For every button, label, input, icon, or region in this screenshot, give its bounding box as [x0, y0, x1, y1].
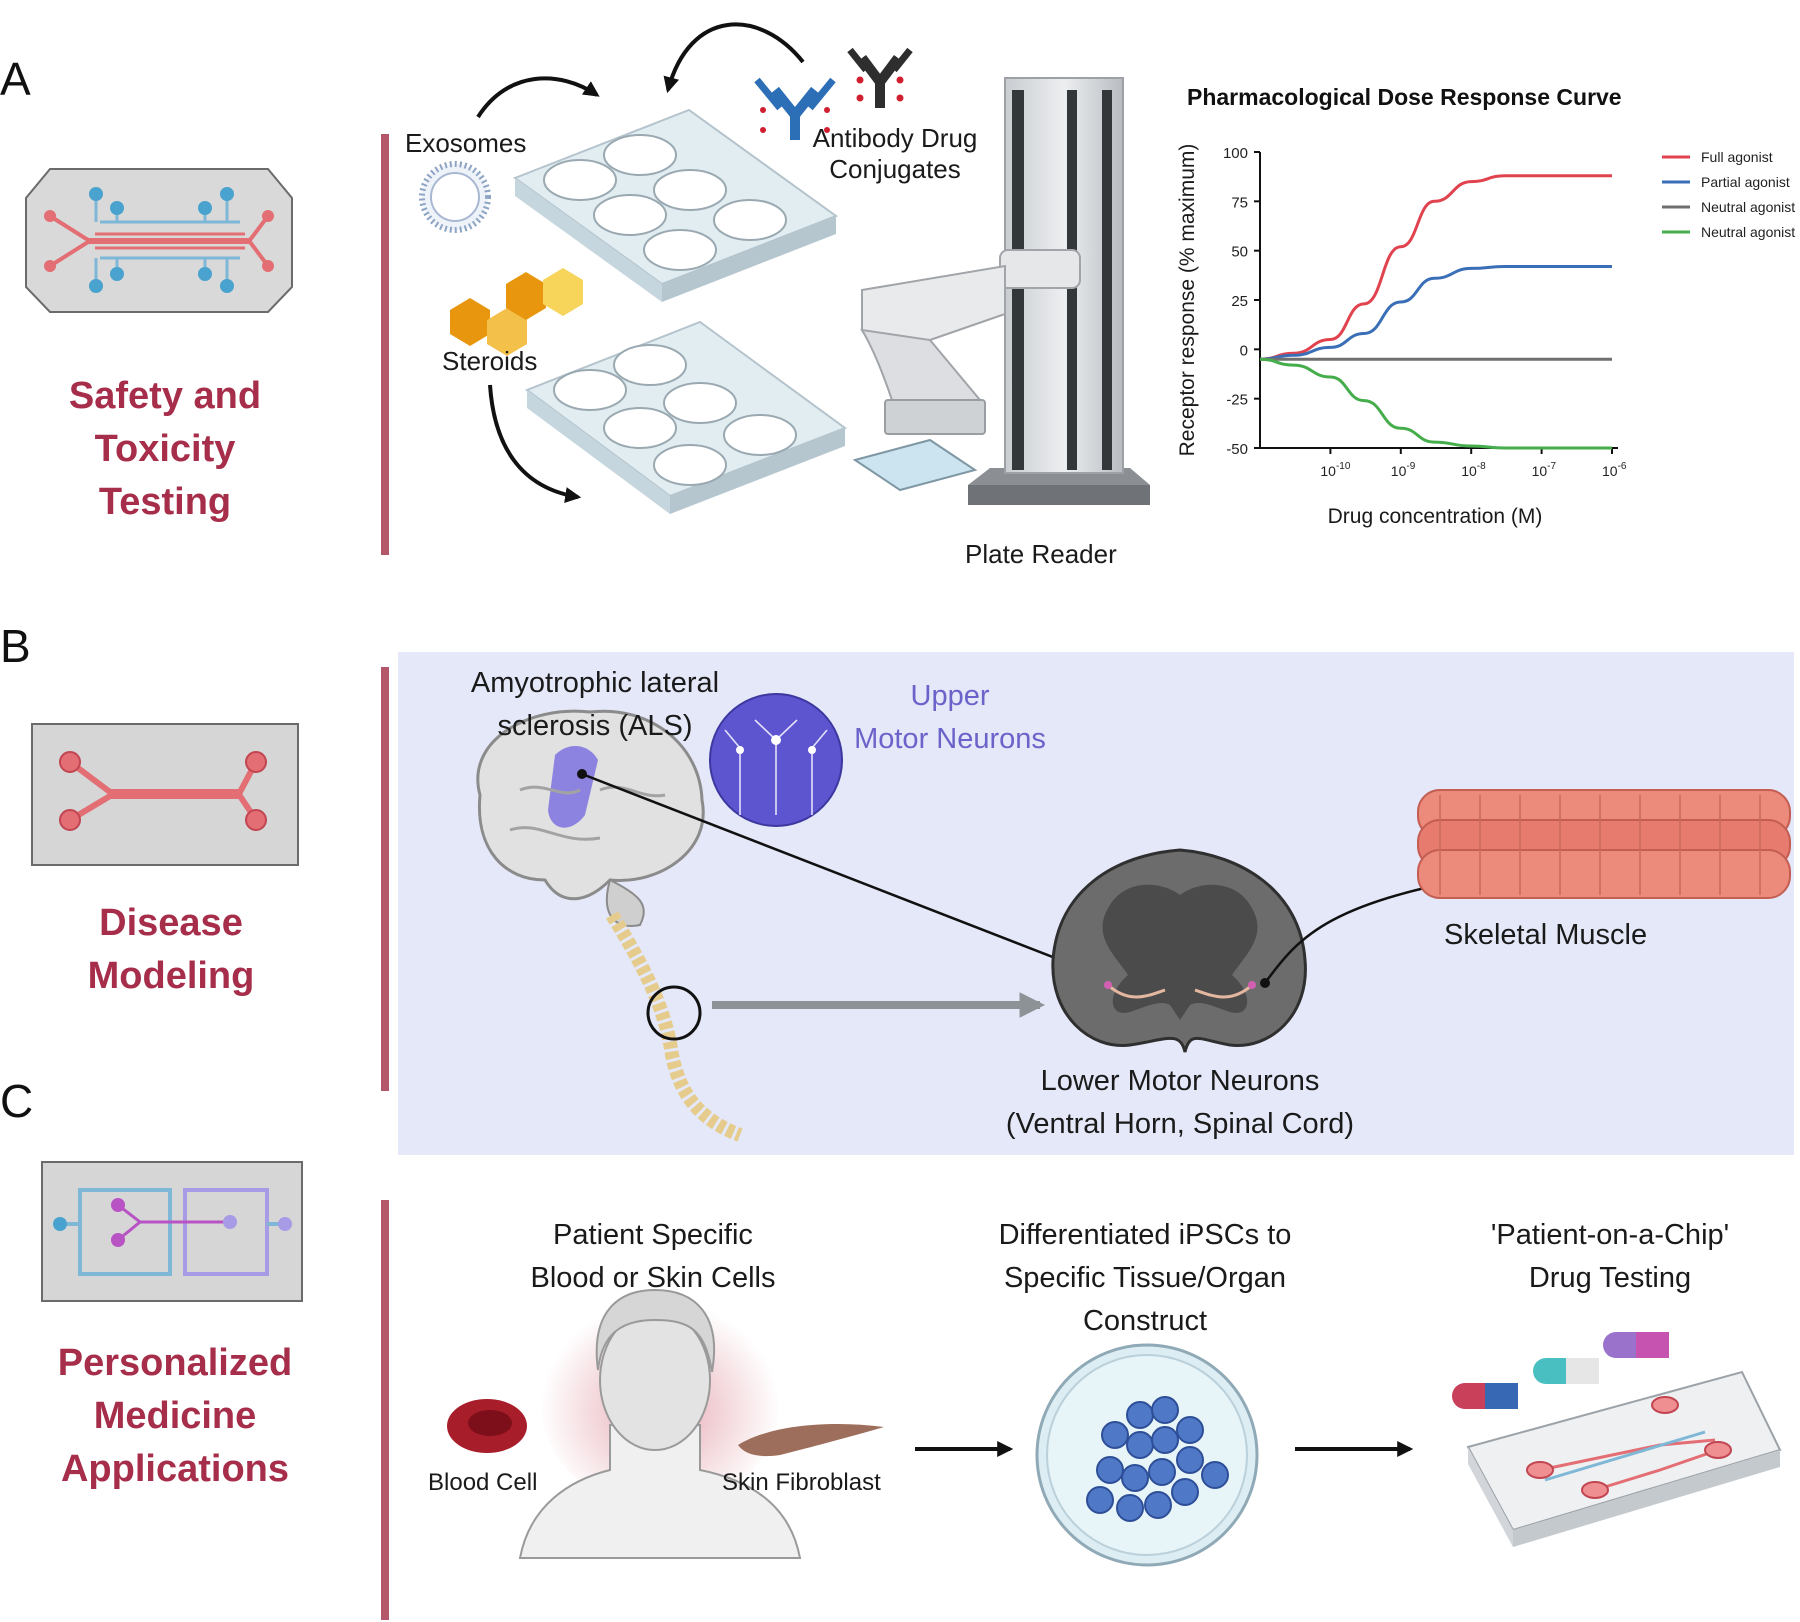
exosomes-label: Exosomes [405, 128, 527, 158]
antibody-drug-conjugate-icon [847, 47, 913, 108]
x-tick-label: 10-8 [1461, 461, 1486, 479]
panel-a-letter: A [0, 53, 31, 105]
upper-motor-neuron-axon [581, 772, 1082, 970]
blood-cell-icon [447, 1399, 527, 1453]
upper-motor-neuron-icon [709, 693, 843, 827]
series-line-0 [1259, 174, 1613, 361]
series-line-1 [1259, 265, 1612, 361]
x-tick-label: 10-7 [1532, 461, 1557, 479]
panel-c-letter: C [0, 1075, 34, 1127]
plate-reader-icon [852, 77, 1150, 505]
skin-fibroblast-icon [738, 1424, 884, 1457]
y-tick-label: 50 [1231, 244, 1248, 261]
skin-fibroblast-label: Skin Fibroblast [722, 1469, 881, 1496]
arrow-exosomes [476, 76, 600, 119]
well-plate-bottom [524, 320, 848, 514]
spinal-column-icon [606, 911, 743, 1142]
legend-label-0: Full agonist [1701, 149, 1773, 165]
patient-cells-label: Patient Specific Blood or Skin Cells [530, 1219, 776, 1294]
exosome-icon [419, 161, 491, 233]
patient-illustration [518, 1288, 802, 1559]
panel-b-letter: B [0, 620, 31, 672]
y-tick-label: 75 [1231, 194, 1248, 211]
series-line-3 [1259, 357, 1612, 450]
chart-x-axis-label: Drug concentration (M) [1327, 505, 1543, 528]
legend-label-3: Neutral agonist [1701, 224, 1795, 240]
chip-icon-c [41, 1161, 303, 1302]
adc-label: Antibody Drug Conjugates [812, 123, 978, 184]
antibody-icon [754, 77, 836, 140]
x-tick-label: 10-10 [1320, 461, 1350, 479]
pill-teal-white-icon [1533, 1358, 1599, 1384]
chip-icon-b [31, 723, 299, 866]
legend-label-1: Partial agonist [1701, 174, 1790, 190]
panel-c-title: Personalized Medicine Applications [57, 1342, 293, 1490]
spinal-segment-circle [646, 985, 702, 1041]
legend-label-2: Neutral agonist [1701, 199, 1795, 215]
y-tick-label: -25 [1226, 392, 1248, 409]
pill-red-blue-icon [1452, 1383, 1518, 1409]
chart-title: Pharmacological Dose Response Curve [1187, 84, 1622, 110]
chip-icon-a [25, 168, 293, 313]
y-tick-label: 100 [1223, 145, 1248, 162]
panel-a-title: Safety and Toxicity Testing [68, 375, 262, 523]
blood-cell-label: Blood Cell [428, 1469, 538, 1496]
x-tick-label: 10-6 [1602, 461, 1627, 479]
panel-b-title: Disease Modeling [87, 902, 255, 997]
upper-motor-neurons-label: Upper Motor Neurons [854, 680, 1046, 755]
skeletal-muscle-icon [1417, 789, 1791, 899]
divider-b [381, 667, 389, 1091]
lower-motor-neurons-label: Lower Motor Neurons (Ventral Horn, Spina… [1005, 1065, 1355, 1140]
y-tick-label: 25 [1231, 293, 1248, 310]
patient-on-a-chip-label: 'Patient-on-a-Chip' Drug Testing [1490, 1219, 1730, 1294]
arrow-steroids [488, 384, 582, 503]
well-plate-top [512, 108, 839, 302]
ipsc-label: Differentiated iPSCs to Specific Tissue/… [998, 1219, 1292, 1337]
steroid-icon [450, 268, 583, 356]
plate-reader-label: Plate Reader [965, 539, 1117, 569]
divider-c [381, 1200, 389, 1620]
y-tick-label: 0 [1240, 342, 1248, 359]
steroids-label: Steroids [442, 346, 538, 376]
divider-a [381, 134, 389, 555]
als-label: Amyotrophic lateral sclerosis (ALS) [470, 667, 720, 742]
y-tick-label: -50 [1226, 441, 1248, 458]
pill-purple-icon [1603, 1332, 1669, 1358]
spinal-cord-cross-section-icon [1051, 848, 1307, 1053]
dose-response-chart: 100 75 50 25 0 -25 -50 10-10 10-9 10-8 10-7 10-6 Ful… [1223, 145, 1795, 479]
skeletal-muscle-label: Skeletal Muscle [1444, 919, 1648, 951]
x-tick-label: 10-9 [1391, 461, 1416, 479]
arrow-adc [663, 22, 805, 94]
patient-on-a-chip-icon [1466, 1370, 1782, 1547]
petri-dish-icon [1035, 1343, 1259, 1567]
chart-y-axis-label: Receptor response (% maximum) [1176, 143, 1199, 457]
